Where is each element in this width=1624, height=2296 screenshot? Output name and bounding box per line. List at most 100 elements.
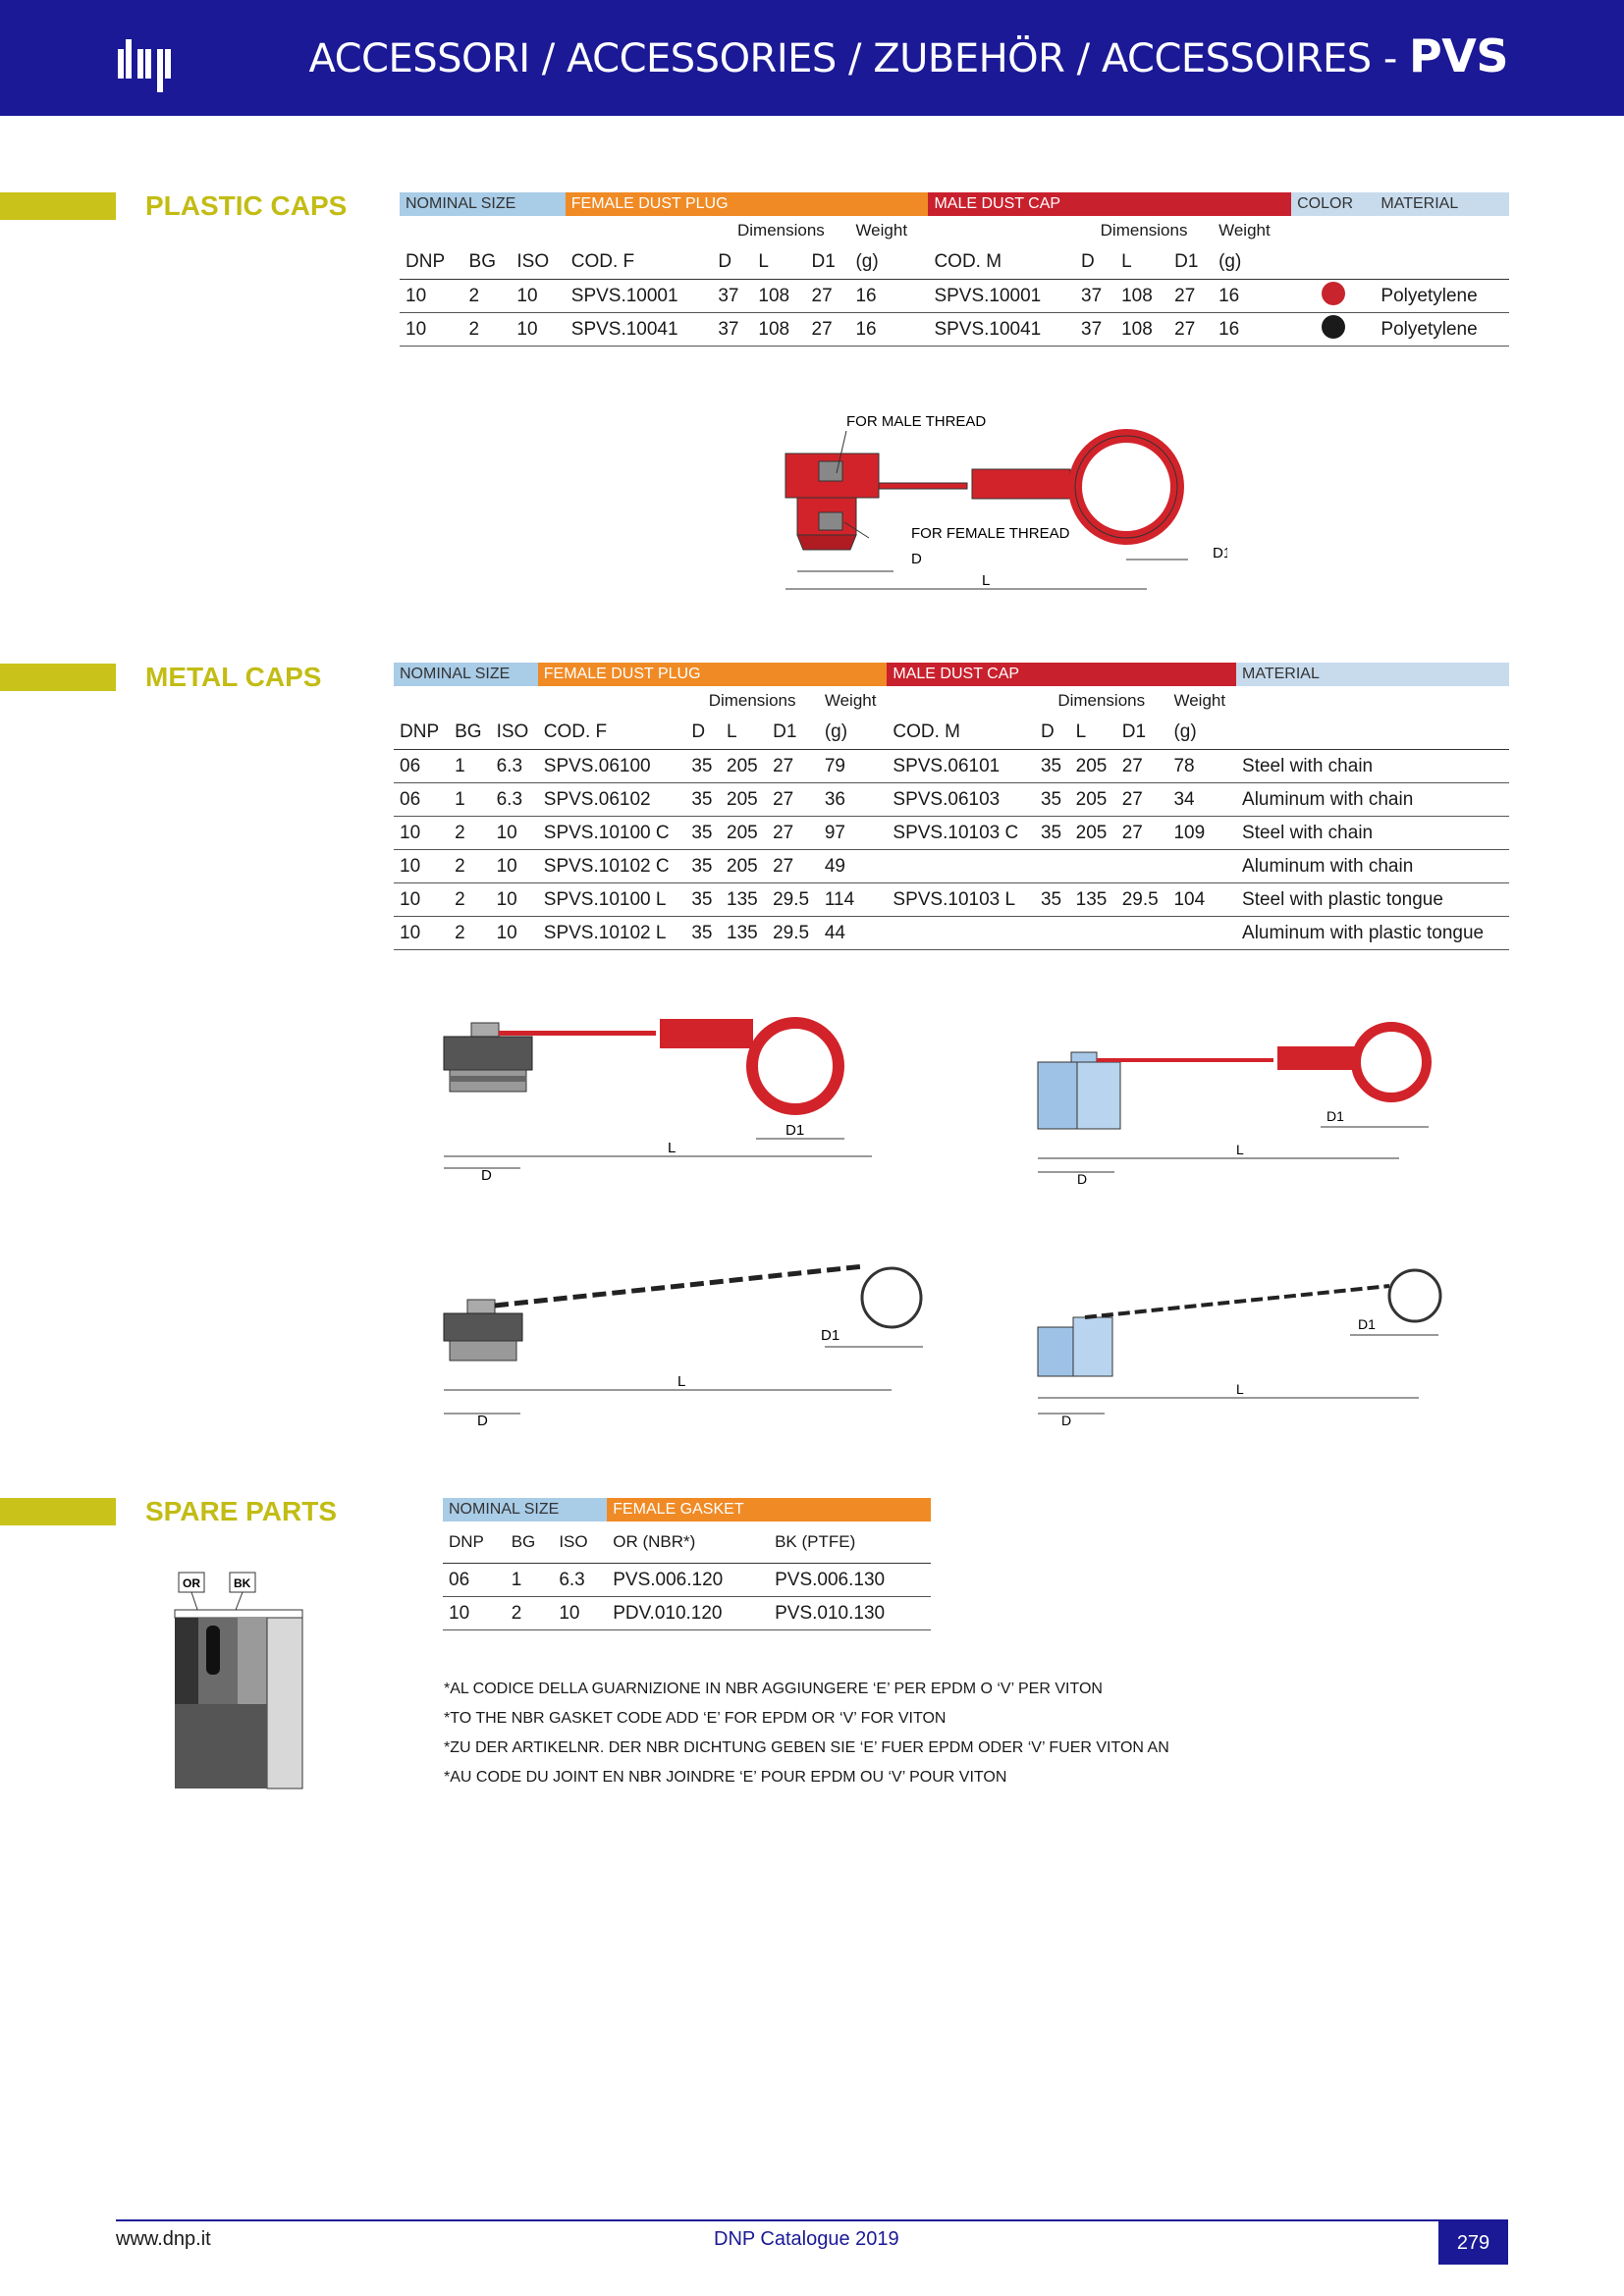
- table-cell: SPVS.06102: [537, 782, 686, 817]
- table-cell: 6.3: [490, 782, 538, 817]
- coupling-section: [174, 1609, 303, 1789]
- col-header: D: [1034, 716, 1070, 750]
- dim-label-d1: D1: [1326, 1108, 1344, 1124]
- table-cell: [887, 916, 1035, 950]
- leader-line: [836, 430, 847, 474]
- sub-weight: Weight: [855, 221, 908, 240]
- table-cell: [1167, 849, 1237, 883]
- table-cell: [1034, 849, 1070, 883]
- material-cell: Steel with chain: [1236, 816, 1509, 850]
- plastic-cap-body: [785, 429, 1184, 551]
- table-cell: SPVS.10102 L: [537, 916, 686, 950]
- footer-catalogue: DNP Catalogue 2019: [714, 2228, 899, 2250]
- group-female: FEMALE DUST PLUG: [565, 192, 929, 216]
- label-or: OR: [183, 1576, 200, 1590]
- table-cell: 205: [1069, 749, 1116, 783]
- table-cell: 10: [490, 849, 538, 883]
- col-header: COD. M: [928, 245, 1076, 280]
- table-cell: [1069, 849, 1116, 883]
- table-cell: 205: [1069, 782, 1116, 817]
- table-cell: 10: [553, 1596, 608, 1630]
- table-cell: [1069, 916, 1116, 950]
- color-cell: [1291, 279, 1376, 313]
- table-cell: 35: [1034, 816, 1070, 850]
- table-cell: 2: [462, 279, 512, 313]
- table-cell: 1: [505, 1563, 554, 1597]
- sub-dimensions: Dimensions: [1100, 221, 1188, 240]
- table-cell: 10: [394, 816, 450, 850]
- table-cell: 10: [490, 916, 538, 950]
- dim-label-d: D: [1077, 1171, 1087, 1187]
- footer-url[interactable]: www.dnp.it: [116, 2228, 211, 2250]
- group-nominal: NOMINAL SIZE: [443, 1498, 608, 1522]
- table-cell: 29.5: [767, 882, 819, 917]
- aluminum-cap-body: [1037, 1051, 1121, 1130]
- col-header: DNP: [400, 245, 463, 280]
- table-cell: [1115, 916, 1168, 950]
- col-header: D1: [1168, 245, 1214, 280]
- metal-cap-tongue-drawing-steel: D L D1: [443, 1017, 872, 1184]
- table-cell: SPVS.10100 C: [537, 816, 686, 850]
- label-female-thread: FOR FEMALE THREAD: [911, 525, 1070, 542]
- col-header: (g): [849, 245, 929, 280]
- note-it: *AL CODICE DELLA GUARNIZIONE IN NBR AGGI…: [444, 1681, 1103, 1697]
- dim-label-d1: D1: [1358, 1316, 1376, 1332]
- dim-label-d: D: [477, 1413, 488, 1429]
- table-cell: [1115, 849, 1168, 883]
- dim-label-d: D: [1061, 1413, 1071, 1428]
- table-cell: 205: [721, 816, 768, 850]
- chain: [1084, 1268, 1442, 1323]
- table-cell: 16: [849, 312, 929, 347]
- table-cell: [1034, 916, 1070, 950]
- col-header: COD. M: [887, 716, 1035, 750]
- col-header: COD. F: [537, 716, 686, 750]
- table-cell: PVS.010.130: [769, 1596, 931, 1630]
- material-cell: Polyetylene: [1375, 279, 1509, 313]
- dim-label-d: D: [911, 551, 922, 567]
- table-cell: 36: [818, 782, 888, 817]
- table-cell: 27: [805, 279, 850, 313]
- table-cell: 104: [1167, 882, 1237, 917]
- table-cell: 29.5: [767, 916, 819, 950]
- group-material: MATERIAL: [1375, 192, 1509, 216]
- table-cell: 79: [818, 749, 888, 783]
- color-cell: [1291, 312, 1376, 347]
- dnp-logo-icon: [118, 39, 171, 92]
- metal-caps-table: NOMINAL SIZE FEMALE DUST PLUG MALE DUST …: [394, 663, 1509, 950]
- table-cell: 27: [767, 816, 819, 850]
- sub-weight: Weight: [824, 691, 877, 710]
- dim-label-l: L: [668, 1140, 676, 1156]
- dim-label-l: L: [677, 1373, 685, 1390]
- table-cell: 06: [443, 1563, 506, 1597]
- table-cell: PVS.006.130: [769, 1563, 931, 1597]
- group-nominal: NOMINAL SIZE: [394, 663, 538, 686]
- col-header: D1: [1115, 716, 1168, 750]
- chain: [494, 1263, 923, 1329]
- table-cell: SPVS.10041: [565, 312, 713, 347]
- section-title-plastic: PLASTIC CAPS: [145, 190, 348, 221]
- table-cell: 205: [721, 849, 768, 883]
- table-cell: 37: [1075, 312, 1116, 347]
- page-number: 279: [1438, 2221, 1508, 2265]
- table-cell: SPVS.06103: [887, 782, 1035, 817]
- dim-label-d: D: [481, 1167, 492, 1184]
- footer-rule: [116, 2219, 1508, 2221]
- table-cell: SPVS.10100 L: [537, 882, 686, 917]
- table-cell: 10: [490, 882, 538, 917]
- table-cell: 35: [685, 782, 722, 817]
- table-cell: 37: [1075, 279, 1116, 313]
- note-en: *TO THE NBR GASKET CODE ADD ‘E’ FOR EPDM…: [444, 1710, 947, 1727]
- group-male: MALE DUST CAP: [928, 192, 1292, 216]
- col-header: D1: [767, 716, 819, 750]
- dim-label-l: L: [982, 572, 990, 589]
- table-cell: [1167, 916, 1237, 950]
- table-cell: SPVS.06101: [887, 749, 1035, 783]
- col-header: BG: [505, 1522, 554, 1564]
- table-cell: 35: [685, 916, 722, 950]
- group-material: MATERIAL: [1236, 663, 1509, 686]
- col-header: L: [721, 716, 768, 750]
